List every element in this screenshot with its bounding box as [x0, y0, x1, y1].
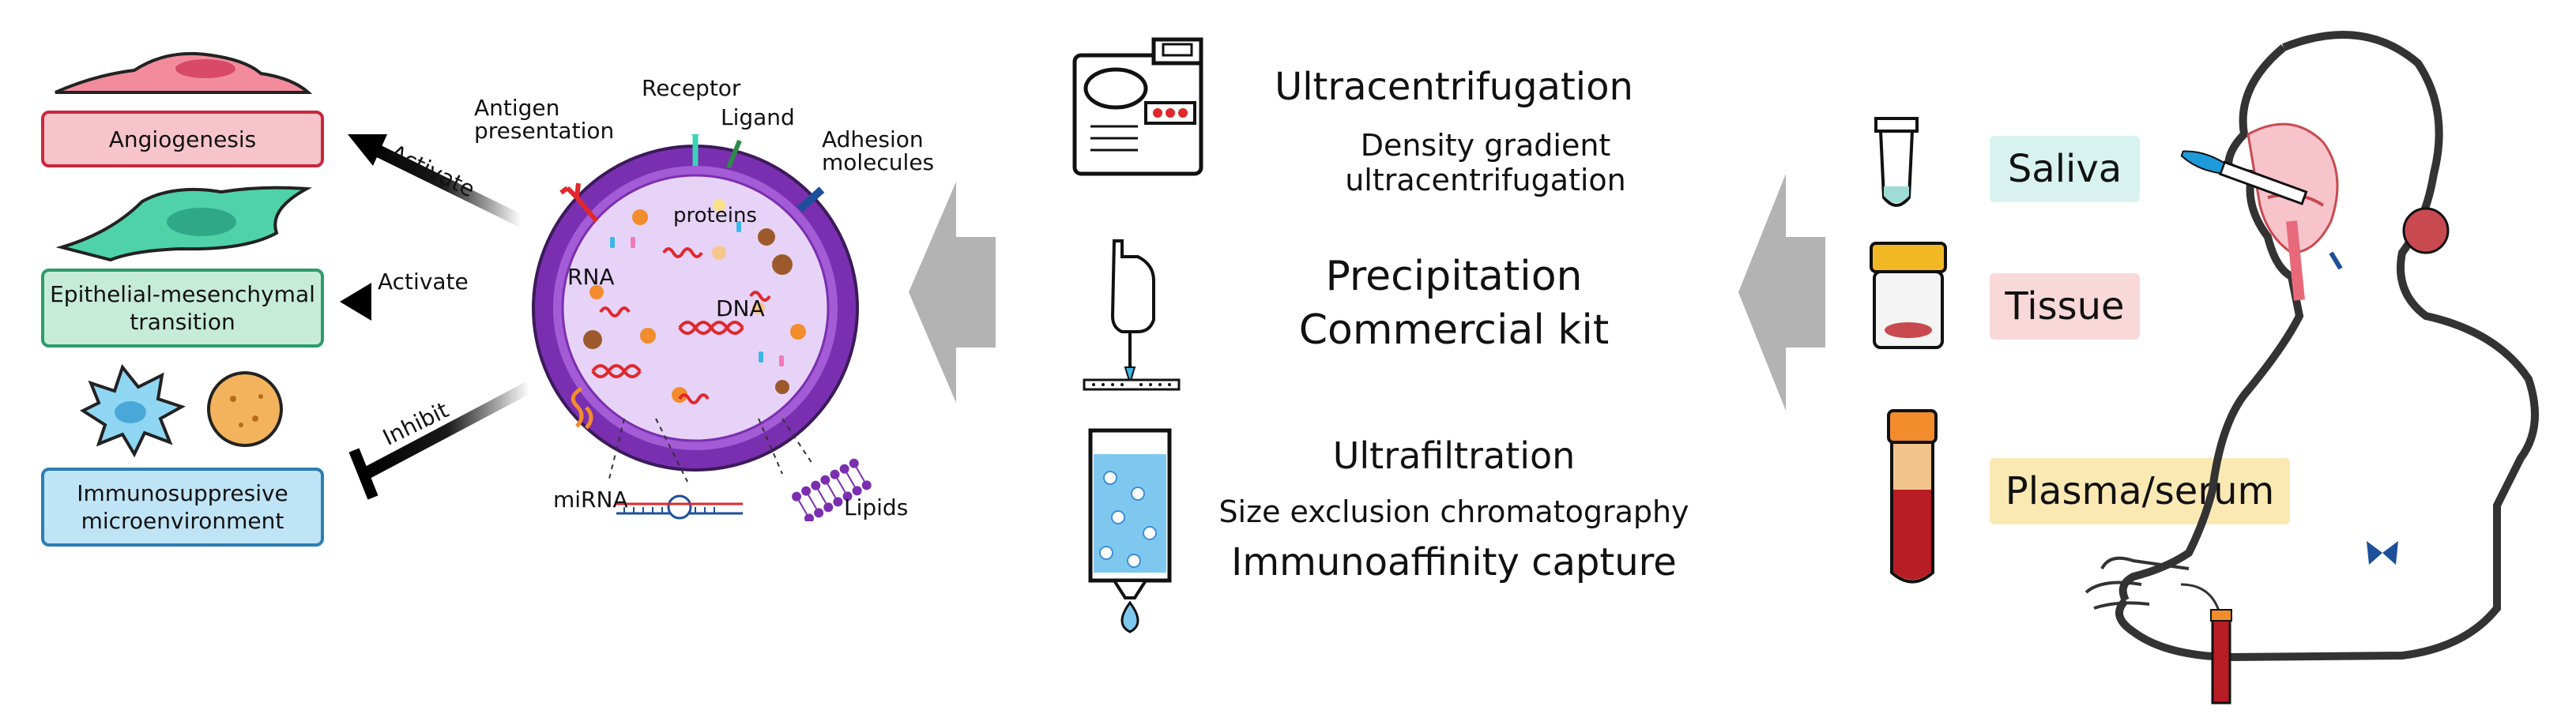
- saliva-swab-illustration: [2180, 150, 2308, 205]
- label-rna: RNA: [567, 264, 615, 290]
- label-dna: DNA: [716, 295, 765, 321]
- mirna-marker: [571, 386, 593, 430]
- activate-label-2: Activate: [378, 269, 469, 295]
- gray-arrow-isolation-to-vesicle: [909, 182, 996, 403]
- cargo-rna: [599, 247, 771, 404]
- ultracentrifuge-icon: [1072, 37, 1203, 176]
- adhesion-protein: [797, 186, 825, 212]
- label-mirna: miRNA: [553, 487, 628, 513]
- sample-saliva: Saliva: [1990, 136, 2140, 202]
- method-density-gradient: Density gradient ultracentrifugation: [1345, 128, 1626, 197]
- cargo-pointer-lines: [608, 418, 815, 483]
- cargo-dna: [591, 321, 744, 378]
- outcome-emt: Epithelial-mesenchymal transition: [41, 269, 324, 348]
- inhibit-arrow: [348, 381, 533, 500]
- activate-arrow-1: [348, 134, 525, 227]
- blood-collection-butterfly: [2367, 541, 2398, 565]
- label-receptor: Receptor: [642, 75, 741, 101]
- method-immunoaffinity: Immunoaffinity capture: [1231, 540, 1677, 584]
- label-adhesion-molecules: Adhesion molecules: [822, 126, 935, 176]
- outcome-label: Immunosuppresive microenvironment: [77, 480, 288, 534]
- receptor-protein: [691, 134, 700, 166]
- outcome-angiogenesis: Angiogenesis: [41, 111, 324, 167]
- sample-label: Plasma/serum: [2005, 469, 2275, 513]
- sample-plasma-serum: Plasma/serum: [1990, 458, 2290, 524]
- endothelial-cell-illustration: [55, 51, 313, 94]
- outcome-label: Angiogenesis: [108, 126, 257, 152]
- method-ultrafiltration: Ultrafiltration: [1332, 434, 1576, 477]
- cargo-proteins: [583, 199, 806, 403]
- method-ultracentrifugation: Ultracentrifugation: [1275, 65, 1633, 109]
- lipid-bilayer-illustration: [792, 458, 872, 521]
- label-lipids: Lipids: [844, 494, 909, 520]
- method-commercial-kit: Commercial kit: [1298, 306, 1610, 354]
- gray-arrow-sample-to-isolation: [1738, 174, 1825, 411]
- outcome-immunosuppressive: Immunosuppresive microenvironment: [41, 468, 324, 547]
- method-size-exclusion: Size exclusion chromatography: [1218, 494, 1689, 529]
- filtration-column-icon: [1088, 428, 1172, 633]
- ligand-protein: [726, 139, 742, 169]
- exosome-vesicle: [532, 134, 859, 472]
- immune-cells-illustration: [79, 363, 283, 458]
- antigen-protein: [559, 182, 599, 223]
- sample-tissue: Tissue: [1990, 273, 2140, 340]
- pipette-kit-icon: [1083, 239, 1181, 391]
- tissue-jar-icon: [1870, 242, 1947, 349]
- iv-tube: [2180, 251, 2343, 705]
- mesenchymal-cell-illustration: [55, 186, 313, 262]
- method-precipitation: Precipitation: [1325, 253, 1583, 300]
- blood-tube-icon: [1887, 409, 1938, 584]
- effect-arrows: [340, 134, 533, 500]
- sample-label: Saliva: [2007, 147, 2122, 191]
- hand-outline: [2085, 556, 2190, 610]
- human-figure-illustration: [2085, 31, 2539, 705]
- label-ligand: Ligand: [721, 104, 795, 130]
- saliva-tube-icon: [1874, 117, 1919, 207]
- sample-label: Tissue: [2005, 284, 2125, 329]
- activate-arrow-2: [340, 283, 529, 321]
- label-antigen-presentation: Antigen presentation: [474, 95, 615, 145]
- label-proteins: proteins: [673, 204, 757, 227]
- outcome-label: Epithelial-mesenchymal transition: [50, 281, 315, 335]
- mirna-illustration: [616, 494, 743, 520]
